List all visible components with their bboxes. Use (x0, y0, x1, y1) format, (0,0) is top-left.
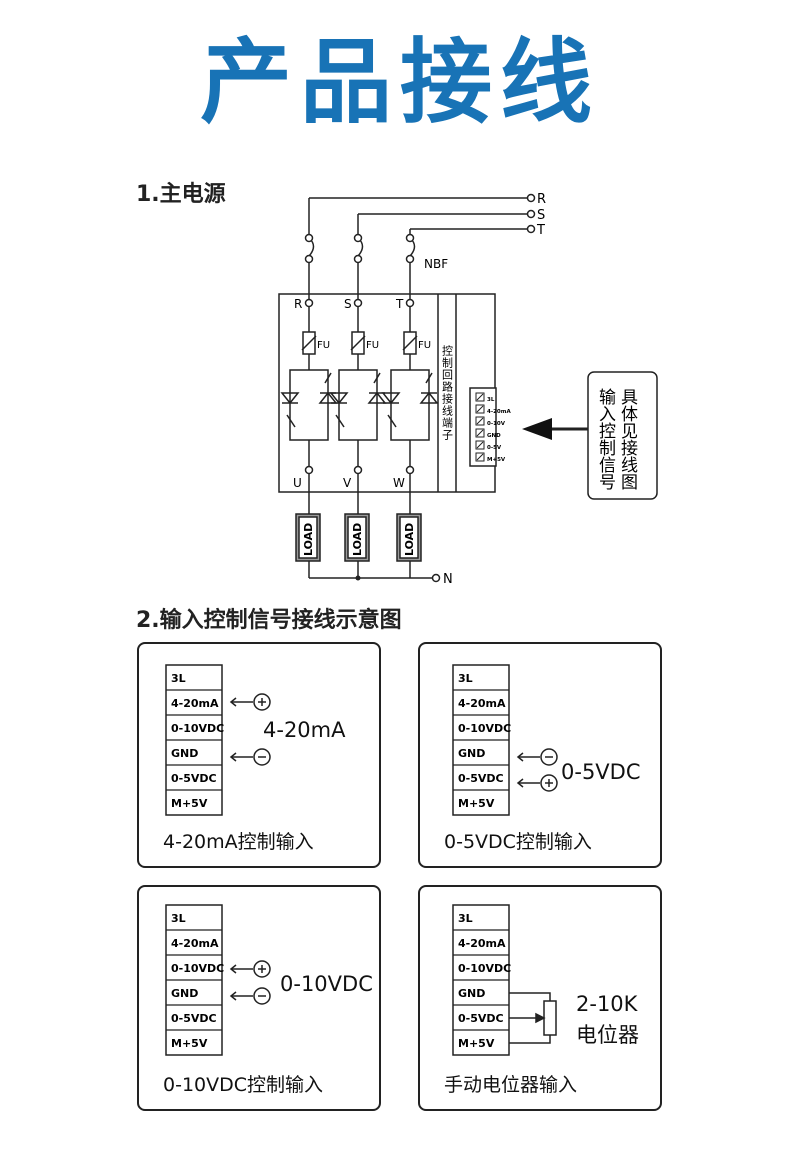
strip-term-1: 3L (487, 397, 495, 403)
panel-potentiometer: 3L 4-20mA 0-10VDC GND 0-5VDC M+5V 2-10K … (418, 885, 662, 1111)
potentiometer-label: 电位器 (576, 1023, 639, 1047)
signal-label: 0-10VDC (280, 972, 373, 996)
section1-title: 1.主电源 (136, 182, 226, 207)
main-power-diagram: R S T NBF R S T U V W N FU FU FU (278, 192, 658, 587)
term-3l: 3L (458, 672, 473, 685)
term-0-10vdc: 0-10VDC (171, 722, 224, 735)
term-m5v: M+5V (171, 797, 208, 810)
fuse-label-2: FU (366, 340, 379, 351)
term-gnd: GND (171, 747, 198, 760)
potentiometer-symbol (509, 992, 557, 1044)
term-m5v: M+5V (171, 1037, 208, 1050)
term-4-20ma: 4-20mA (458, 697, 506, 710)
panel-caption: 4-20mA控制输入 (163, 831, 314, 853)
term-3l: 3L (171, 912, 186, 925)
panel-caption: 手动电位器输入 (444, 1074, 578, 1096)
term-4-20ma: 4-20mA (171, 697, 219, 710)
term-m5v: M+5V (458, 1037, 495, 1050)
term-0-5vdc: 0-5VDC (171, 772, 217, 785)
signal-arrow-icon (522, 418, 588, 440)
phase-top-r: R (294, 297, 302, 311)
neutral-label: N (443, 572, 453, 587)
phase-out-v: V (343, 476, 352, 490)
fuse-label-3: FU (418, 340, 431, 351)
strip-term-2: 4-20mA (487, 409, 511, 415)
fuse-label-1: FU (317, 340, 330, 351)
panel-0-10vdc: 3L 4-20mA 0-10VDC GND 0-5VDC M+5V 0-10VD… (137, 885, 381, 1111)
phase-out-w: W (393, 476, 405, 490)
term-gnd: GND (171, 987, 198, 1000)
strip-term-3: 0-10V (487, 421, 506, 427)
breaker-label: NBF (424, 257, 448, 271)
page-title: 产品接线 (199, 29, 600, 136)
note-line-2: 输入控制信号 (595, 388, 616, 491)
term-0-10vdc: 0-10VDC (458, 962, 511, 975)
term-0-5vdc: 0-5VDC (458, 1012, 504, 1025)
signal-label: 4-20mA (263, 718, 346, 742)
term-0-10vdc: 0-10VDC (171, 962, 224, 975)
term-3l: 3L (458, 912, 473, 925)
term-3l: 3L (171, 672, 186, 685)
strip-term-5: 0-5V (487, 445, 502, 451)
panel-0-5vdc: 3L 4-20mA 0-10VDC GND 0-5VDC M+5V 0-5VDC… (418, 642, 662, 868)
phase-out-u: U (293, 476, 302, 490)
term-4-20ma: 4-20mA (458, 937, 506, 950)
thyristor-pair-3 (381, 369, 439, 441)
panel-caption: 0-5VDC控制输入 (444, 831, 592, 853)
thyristor-pair-2 (329, 369, 387, 441)
strip-term-6: M+5V (487, 457, 506, 463)
note-line-1: 具体见接线图 (617, 388, 638, 490)
phase-in-r: R (537, 192, 546, 207)
control-terminal-strip: 3L 4-20mA 0-10V GND 0-5V M+5V (475, 392, 511, 463)
term-gnd: GND (458, 747, 485, 760)
terminal-block: 3L 4-20mA 0-10VDC GND 0-5VDC M+5V (452, 664, 511, 816)
control-terminal-label: 控制回路接线端子 (441, 344, 454, 441)
load-label-2: LOAD (351, 523, 364, 556)
section2-title: 2.输入控制信号接线示意图 (136, 608, 402, 633)
phase-top-s: S (344, 297, 352, 311)
load-label-1: LOAD (302, 523, 315, 556)
term-0-5vdc: 0-5VDC (171, 1012, 217, 1025)
terminal-block: 3L 4-20mA 0-10VDC GND 0-5VDC M+5V (452, 904, 511, 1056)
term-m5v: M+5V (458, 797, 495, 810)
terminal-block: 3L 4-20mA 0-10VDC GND 0-5VDC M+5V (165, 664, 224, 816)
potentiometer-value: 2-10K (576, 992, 638, 1016)
strip-term-4: GND (487, 433, 501, 439)
signal-label: 0-5VDC (561, 760, 641, 784)
load-label-3: LOAD (403, 523, 416, 556)
note-box (587, 371, 658, 500)
thyristor-pair-1 (280, 369, 338, 441)
term-0-10vdc: 0-10VDC (458, 722, 511, 735)
phase-in-s: S (537, 208, 545, 223)
terminal-block: 3L 4-20mA 0-10VDC GND 0-5VDC M+5V (165, 904, 224, 1056)
phase-in-t: T (536, 223, 545, 238)
term-0-5vdc: 0-5VDC (458, 772, 504, 785)
phase-top-t: T (395, 297, 404, 311)
term-4-20ma: 4-20mA (171, 937, 219, 950)
panel-caption: 0-10VDC控制输入 (163, 1074, 324, 1096)
term-gnd: GND (458, 987, 485, 1000)
panel-4-20ma: 3L 4-20mA 0-10VDC GND 0-5VDC M+5V 4-20mA… (137, 642, 381, 868)
